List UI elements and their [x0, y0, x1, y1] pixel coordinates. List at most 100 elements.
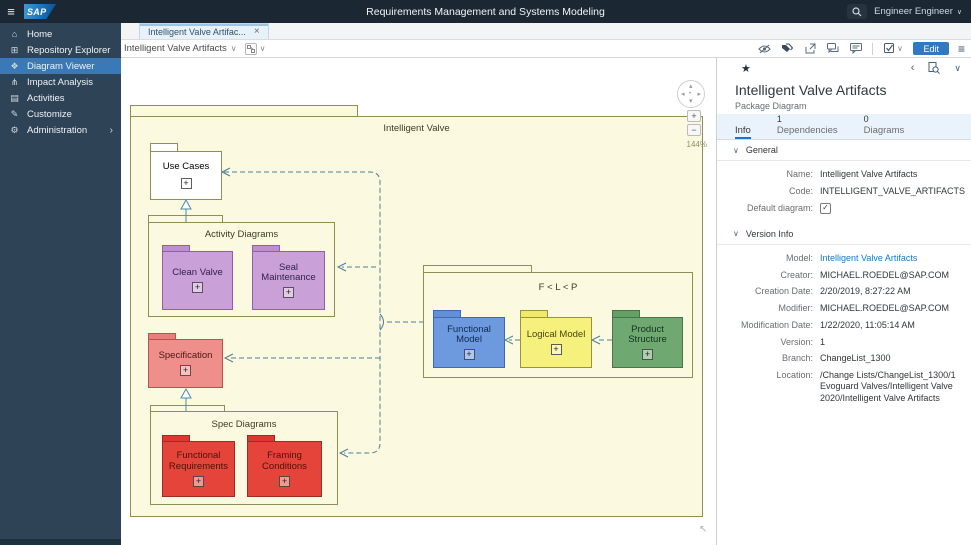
- node-framing-conditions[interactable]: Framing Conditions +: [247, 441, 322, 497]
- pan-control[interactable]: ▴ ▾ ◂ ▸ •: [677, 80, 705, 108]
- node-label: Functional Requirements: [168, 450, 229, 472]
- collapse-panel-icon[interactable]: ∨: [954, 62, 961, 73]
- scroll-origin-icon[interactable]: ↖: [699, 524, 708, 535]
- node-seal-maintenance[interactable]: Seal Maintenance +: [252, 251, 325, 310]
- section-version-info[interactable]: ∨ Version Info: [717, 224, 971, 245]
- sap-logo-text: SAP: [27, 6, 47, 17]
- sidebar-item-impact-analysis[interactable]: ⋔ Impact Analysis: [0, 74, 121, 90]
- impact-analysis-icon: ⋔: [10, 76, 19, 87]
- model-link[interactable]: Intelligent Valve Artifacts: [820, 252, 918, 263]
- comments-icon[interactable]: [826, 42, 840, 55]
- node-clean-valve[interactable]: Clean Valve +: [162, 251, 233, 310]
- tab-count: 0: [863, 114, 869, 124]
- sidebar-item-administration[interactable]: ⚙ Administration ›: [0, 122, 121, 138]
- expand-icon[interactable]: +: [550, 344, 562, 356]
- expand-icon[interactable]: +: [283, 287, 294, 299]
- node-label: Product Structure: [628, 323, 667, 345]
- chevron-down-icon: ∨: [733, 145, 739, 155]
- expand-icon[interactable]: +: [180, 178, 192, 190]
- export-icon[interactable]: [803, 42, 817, 55]
- diagram-canvas[interactable]: Intelligent Valve Use Cases + Activity D…: [121, 58, 716, 545]
- sap-logo[interactable]: SAP: [24, 4, 56, 19]
- zoom-out-button[interactable]: −: [687, 124, 701, 136]
- field-label: Model:: [785, 252, 813, 263]
- node-functional-model[interactable]: Functional Model +: [433, 317, 505, 368]
- hide-elements-icon[interactable]: [757, 42, 771, 55]
- node-product-structure[interactable]: Product Structure +: [612, 317, 683, 368]
- overflow-menu-icon[interactable]: ≡: [957, 41, 965, 56]
- node-label: Logical Model: [526, 328, 586, 340]
- favorite-star-icon[interactable]: ★: [741, 62, 751, 75]
- field-value-location: /Change Lists/ChangeList_1300/1 Evoguard…: [820, 370, 956, 403]
- pan-up-icon[interactable]: ▴: [689, 83, 693, 90]
- document-tab-bar: Intelligent Valve Artifac... ×: [121, 23, 971, 40]
- default-diagram-checkbox[interactable]: ✓: [820, 202, 831, 214]
- diagram-toolbar: Intelligent Valve Artifacts ∨ ∨: [121, 40, 971, 58]
- user-name: Engineer Engineer: [874, 6, 953, 17]
- tab-info[interactable]: Info: [735, 114, 751, 139]
- find-in-document-icon[interactable]: [928, 62, 941, 74]
- sidebar-item-home[interactable]: ⌂ Home: [0, 26, 121, 42]
- sidebar-item-label: Impact Analysis: [27, 76, 93, 88]
- shell-bar: ≡ SAP Requirements Management and System…: [0, 0, 971, 23]
- field-label: Modification Date:: [740, 319, 813, 330]
- general-fields: Name: Intelligent Valve Artifacts Code: …: [717, 161, 971, 224]
- node-label: Seal Maintenance: [261, 261, 316, 283]
- sidebar-item-label: Activities: [27, 92, 65, 104]
- chevron-down-icon: ∨: [230, 44, 237, 53]
- expand-icon[interactable]: +: [192, 282, 203, 294]
- version-info-fields: Model: Intelligent Valve Artifacts Creat…: [717, 245, 971, 414]
- pan-left-icon[interactable]: ◂: [681, 91, 685, 98]
- panel-subtitle: Package Diagram: [735, 101, 807, 111]
- diagram-type-button[interactable]: ∨: [244, 42, 266, 55]
- tab-count: [735, 114, 751, 125]
- pan-right-icon[interactable]: ▸: [697, 91, 701, 98]
- tags-icon[interactable]: [780, 42, 794, 55]
- comment-text-icon[interactable]: [849, 42, 863, 55]
- home-icon: ⌂: [11, 29, 18, 39]
- field-label: Default diagram:: [746, 202, 813, 213]
- node-label: Use Cases: [162, 160, 210, 172]
- chevron-down-icon: ∨: [897, 44, 903, 53]
- tab-label: Intelligent Valve Artifac...: [148, 26, 246, 37]
- sidebar-item-customize[interactable]: ✎ Customize: [0, 106, 121, 122]
- sidebar-item-diagram-viewer[interactable]: ❖ Diagram Viewer: [0, 58, 121, 74]
- node-logical-model[interactable]: Logical Model +: [520, 317, 592, 368]
- diagram-selector-dropdown[interactable]: Intelligent Valve Artifacts ∨: [121, 43, 237, 54]
- sidebar-item-repository-explorer[interactable]: ⊞ Repository Explorer: [0, 42, 121, 58]
- zoom-in-button[interactable]: +: [687, 110, 701, 122]
- node-label: Functional Model: [447, 323, 491, 345]
- close-icon[interactable]: ×: [253, 26, 260, 37]
- tab-diagrams[interactable]: 0 Diagrams: [864, 114, 905, 139]
- expand-icon[interactable]: +: [642, 349, 653, 361]
- edit-button[interactable]: Edit: [913, 42, 949, 55]
- pan-center-icon[interactable]: •: [689, 91, 692, 97]
- tab-label: Diagrams: [863, 125, 905, 136]
- pan-down-icon[interactable]: ▾: [689, 98, 693, 105]
- field-label: Code:: [788, 185, 813, 196]
- section-title: Version Info: [745, 228, 794, 239]
- package-title: Activity Diagrams: [204, 229, 279, 240]
- expand-icon[interactable]: +: [193, 475, 204, 487]
- node-specification[interactable]: Specification +: [148, 339, 223, 388]
- expand-icon[interactable]: +: [180, 365, 191, 377]
- section-title: General: [745, 145, 778, 155]
- search-icon[interactable]: [847, 4, 868, 19]
- node-use-cases[interactable]: Use Cases +: [150, 151, 222, 200]
- sidebar-item-activities[interactable]: ▤ Activities: [0, 90, 121, 106]
- expand-icon[interactable]: +: [463, 349, 475, 361]
- repository-icon: ⊞: [10, 44, 19, 55]
- section-general[interactable]: ∨ General: [717, 140, 971, 161]
- hamburger-menu-icon[interactable]: ≡: [7, 4, 15, 19]
- chevron-left-icon[interactable]: ‹: [910, 62, 915, 74]
- node-label: Specification: [158, 349, 213, 361]
- expand-icon[interactable]: +: [279, 475, 290, 487]
- multi-select-button[interactable]: ∨: [882, 42, 904, 55]
- sidebar-item-label: Repository Explorer: [27, 44, 111, 56]
- field-value-creation-date: 2/20/2019, 8:27:22 AM: [820, 286, 911, 297]
- user-menu[interactable]: Engineer Engineer ∨: [874, 6, 962, 17]
- tab-dependencies[interactable]: 1 Dependencies: [777, 114, 838, 139]
- node-functional-requirements[interactable]: Functional Requirements +: [162, 441, 235, 497]
- tab-intelligent-valve-artifacts[interactable]: Intelligent Valve Artifac... ×: [139, 23, 269, 39]
- field-label: Location:: [776, 370, 813, 380]
